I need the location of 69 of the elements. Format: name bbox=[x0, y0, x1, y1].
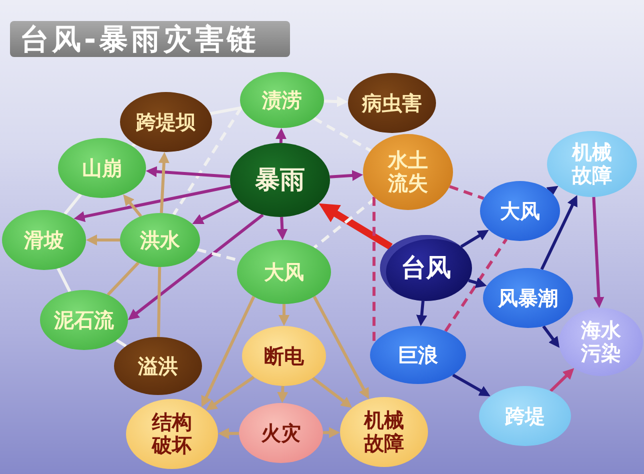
connector-line bbox=[56, 268, 72, 292]
node-label: 火灾 bbox=[261, 422, 301, 444]
arrow bbox=[416, 300, 428, 326]
arrow bbox=[330, 170, 364, 181]
arrow bbox=[192, 199, 240, 224]
node-label: 泥石流 bbox=[54, 308, 114, 332]
node-label: 滑坡 bbox=[24, 228, 64, 252]
arrow bbox=[546, 186, 558, 197]
node-label: 水土流失 bbox=[386, 149, 429, 195]
node-label: 洪水 bbox=[140, 228, 180, 252]
connector-line bbox=[64, 193, 82, 215]
dashed-connector bbox=[449, 185, 484, 200]
node-label: 跨堤 bbox=[505, 404, 545, 428]
arrow bbox=[460, 230, 489, 248]
node-label: 机械故障 bbox=[362, 409, 405, 455]
node-label: 巨浪 bbox=[398, 344, 438, 366]
title-banner: 台风-暴雨灾害链 bbox=[10, 21, 290, 57]
arrow bbox=[74, 184, 232, 222]
arrow bbox=[324, 96, 348, 108]
hazard-ellipse bbox=[483, 268, 573, 328]
node-label: 大风 bbox=[500, 200, 540, 222]
arrow bbox=[146, 166, 230, 178]
arrow bbox=[312, 376, 352, 408]
thick-arrow bbox=[318, 203, 393, 250]
arrow bbox=[276, 128, 287, 144]
arrow bbox=[277, 386, 288, 403]
dashed-connector bbox=[372, 196, 376, 344]
node-label: 溢洪 bbox=[138, 354, 178, 378]
node-label: 断电 bbox=[264, 344, 304, 368]
arrow bbox=[452, 374, 490, 396]
node-label: 山崩 bbox=[82, 156, 122, 180]
arrow bbox=[206, 376, 255, 410]
node-label: 大风 bbox=[264, 260, 304, 284]
connector-line bbox=[210, 106, 242, 116]
node-label: 暴雨 bbox=[255, 166, 305, 194]
node-label: 跨堤坝 bbox=[136, 110, 196, 134]
arrow bbox=[312, 296, 369, 400]
arrow bbox=[322, 427, 340, 438]
node-label: 海水污染 bbox=[580, 319, 622, 365]
arrow bbox=[550, 368, 574, 392]
arrow bbox=[123, 194, 142, 218]
node-label: 渍涝 bbox=[262, 88, 302, 112]
hazard-ellipse bbox=[380, 235, 472, 301]
arrow bbox=[158, 152, 170, 214]
hazard-ellipse bbox=[120, 213, 200, 267]
hazard-ellipse bbox=[370, 326, 466, 384]
node-label: 台风 bbox=[401, 254, 451, 282]
node-label: 结构破坏 bbox=[150, 411, 193, 457]
arrow bbox=[128, 214, 264, 320]
connector-line bbox=[116, 338, 127, 348]
arrow bbox=[542, 325, 560, 348]
dashed-connector bbox=[172, 106, 243, 216]
dashed-connector bbox=[313, 197, 376, 249]
dashed-connector bbox=[313, 116, 372, 152]
node-label: 机械故障 bbox=[570, 141, 613, 187]
connector-line bbox=[106, 262, 140, 296]
arrow bbox=[468, 277, 487, 288]
connector-line bbox=[157, 266, 162, 338]
arrow bbox=[218, 428, 240, 439]
node-label: 病虫害 bbox=[362, 92, 422, 114]
arrow bbox=[592, 196, 604, 308]
arrow bbox=[276, 216, 288, 240]
dashed-connector bbox=[444, 238, 508, 332]
node-label: 风暴潮 bbox=[498, 286, 558, 310]
arrow bbox=[278, 304, 290, 326]
arrow bbox=[86, 234, 120, 246]
arrow bbox=[201, 296, 256, 408]
hazard-ellipse bbox=[480, 181, 560, 241]
arrow bbox=[540, 195, 578, 270]
